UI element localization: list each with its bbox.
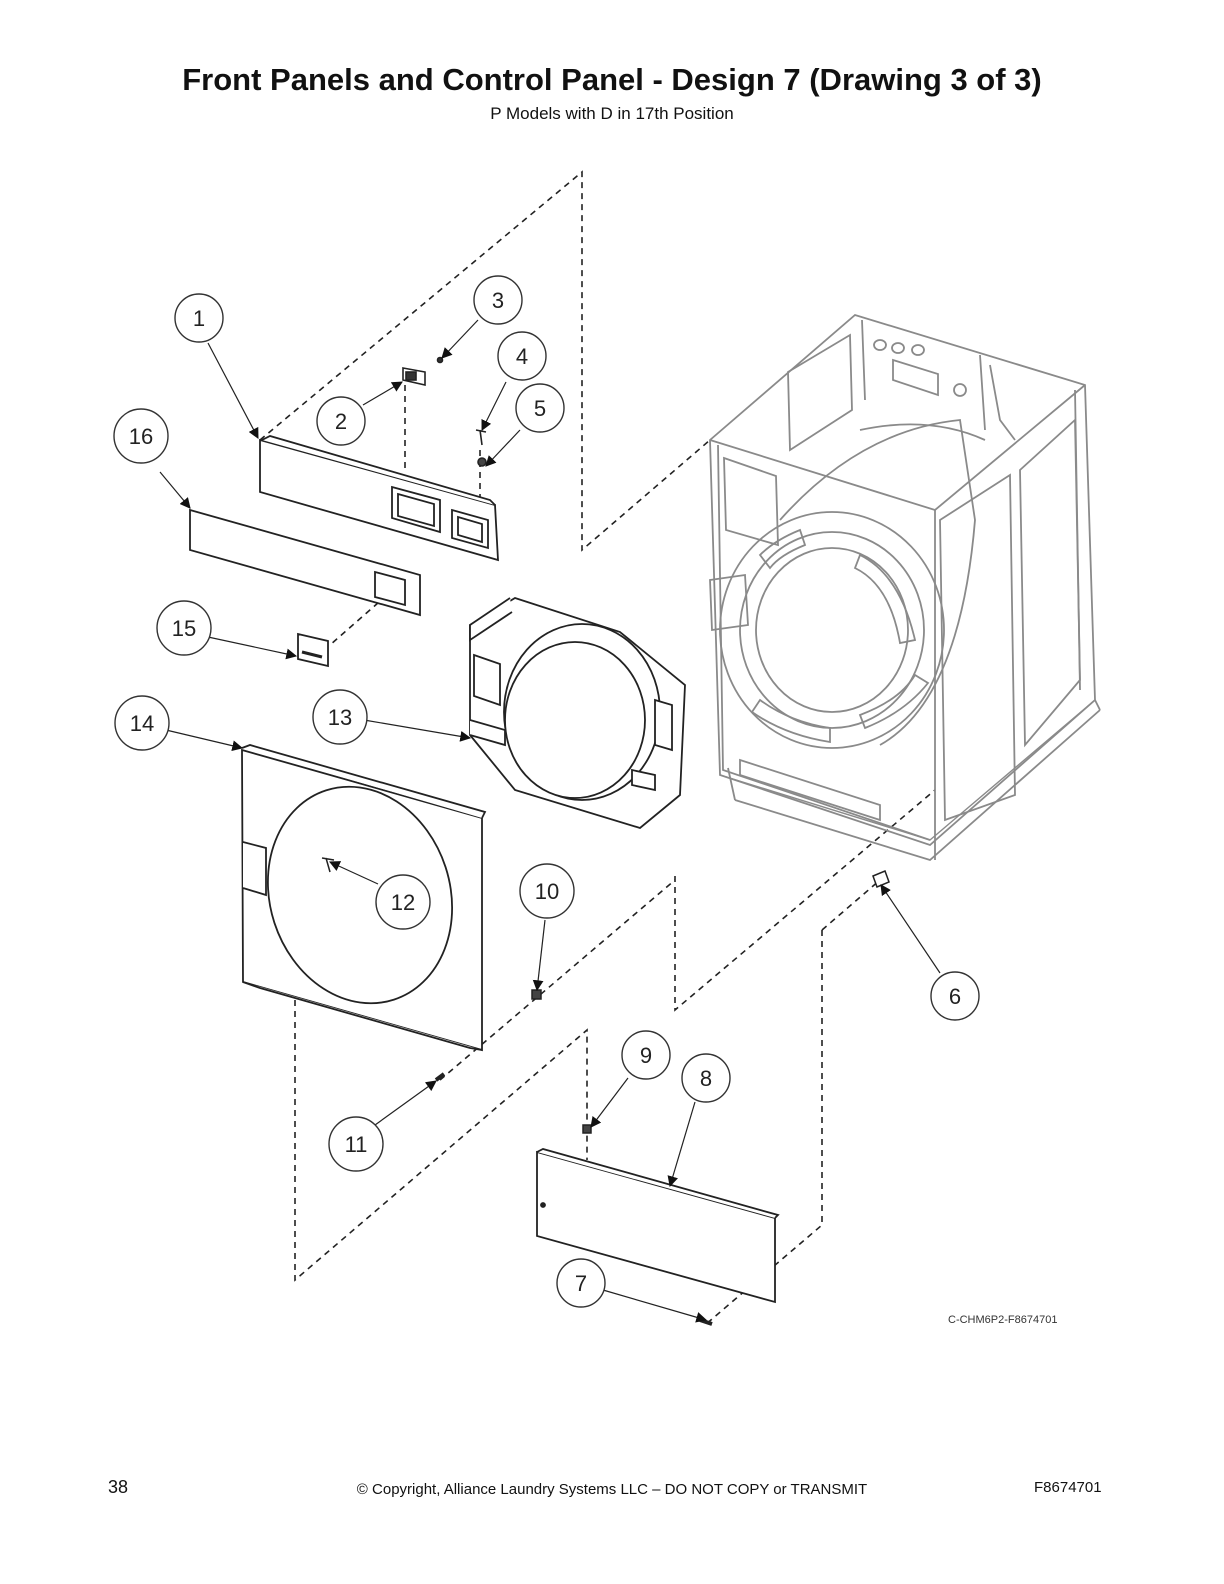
callout-label-1: 1: [193, 306, 205, 331]
document-number: F8674701: [1034, 1479, 1102, 1496]
callout-7: [556, 1258, 606, 1308]
callout-12: [375, 874, 431, 930]
callout-6: [930, 971, 980, 1021]
page-number: 38: [108, 1477, 129, 1497]
control-panel-bracket: [259, 435, 499, 562]
callout-3: [473, 275, 523, 325]
callout-label-4: 4: [516, 344, 528, 369]
callout-label-7: 7: [575, 1271, 587, 1296]
callout-14: [114, 695, 170, 751]
callout-label-3: 3: [492, 288, 504, 313]
page-subtitle: P Models with D in 17th Position: [490, 104, 734, 123]
callout-2: [316, 396, 366, 446]
callout-8: [681, 1053, 731, 1103]
toe-kick-panel: [536, 1148, 780, 1304]
callout-label-6: 6: [949, 984, 961, 1009]
front-panel: [241, 744, 487, 1052]
copyright-notice: © Copyright, Alliance Laundry Systems LL…: [356, 1481, 868, 1498]
callout-label-8: 8: [700, 1066, 712, 1091]
door-inner-frame: [469, 597, 686, 830]
callout-label-10: 10: [535, 879, 559, 904]
keypad: [297, 632, 329, 668]
callout-16: [113, 408, 169, 464]
page-title: Front Panels and Control Panel - Design …: [182, 62, 1042, 97]
callout-1: [174, 293, 224, 343]
callout-11: [328, 1116, 384, 1172]
callout-4: [497, 331, 547, 381]
drawing-reference-code: C-CHM6P2-F8674701: [948, 1314, 1058, 1326]
drum: [709, 419, 986, 749]
callout-bubbles: [113, 275, 980, 1308]
control-panel-overlay: [189, 508, 421, 617]
callout-label-14: 14: [130, 711, 154, 736]
callout-5: [515, 383, 565, 433]
callout-label-11: 11: [345, 1132, 368, 1157]
callout-leaders: [159, 319, 941, 1323]
callout-10: [519, 863, 575, 919]
callout-13: [312, 689, 368, 745]
callout-15: [156, 600, 212, 656]
dryer-cabinet: [709, 313, 1101, 862]
callout-label-9: 9: [640, 1043, 652, 1068]
callout-9: [621, 1030, 671, 1080]
callout-label-15: 15: [172, 616, 196, 641]
callout-label-16: 16: [129, 424, 153, 449]
callout-label-12: 12: [391, 890, 415, 915]
callout-numbers: 1 2 3 4 5 6 7 8 9 10 11 12 13 14 15 16: [129, 288, 961, 1296]
callout-label-5: 5: [534, 396, 546, 421]
callout-label-13: 13: [328, 705, 352, 730]
small-hardware: [402, 356, 487, 467]
callout-label-2: 2: [335, 409, 347, 434]
